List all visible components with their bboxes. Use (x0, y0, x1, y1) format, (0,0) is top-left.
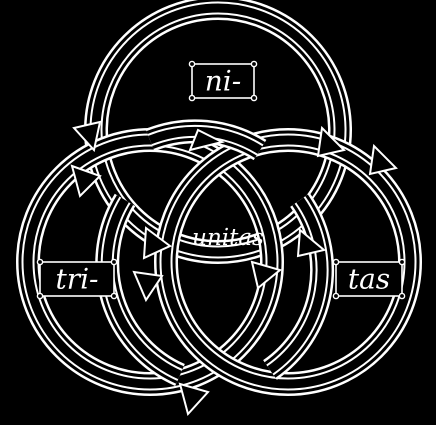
arrow-right-outer-icon (370, 146, 396, 174)
label-right: tas (333, 259, 404, 298)
label-center-text: unitas (192, 225, 264, 251)
label-top: ni- (189, 61, 256, 100)
label-left: tri- (37, 259, 116, 298)
label-right-text: tas (348, 263, 390, 296)
label-left-text: tri- (55, 263, 98, 296)
label-top-text: ni- (205, 65, 241, 98)
arrow-bottom-icon (180, 384, 208, 414)
